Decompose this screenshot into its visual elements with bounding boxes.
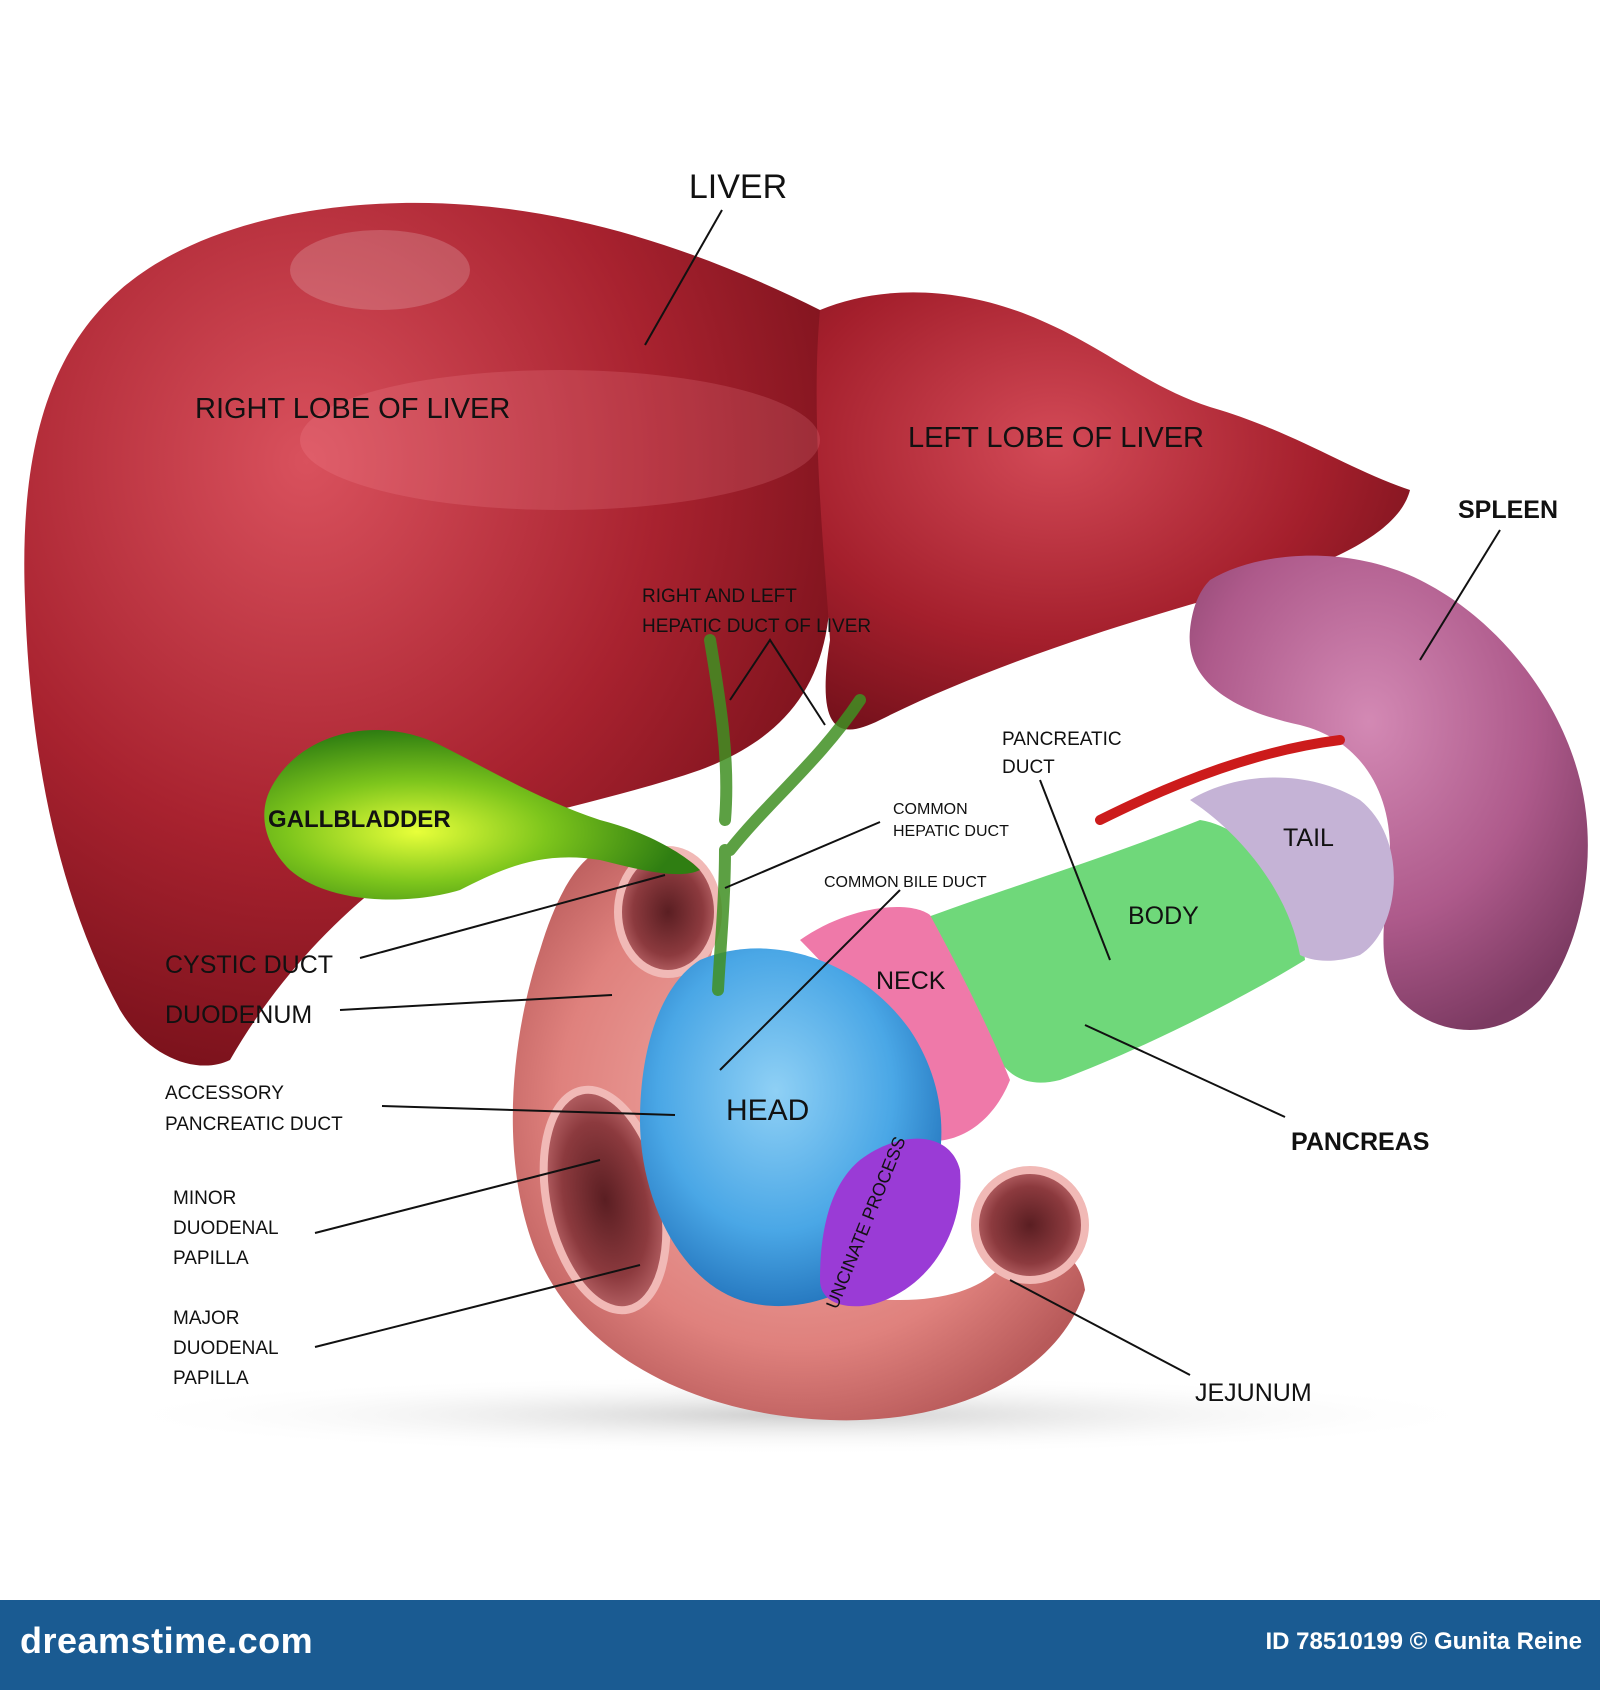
pancreas-body	[920, 820, 1305, 1083]
label-pancreatic-duct-2: DUCT	[1002, 757, 1055, 778]
label-head: HEAD	[726, 1094, 809, 1127]
leader-duodenum	[339, 994, 613, 1011]
jejunum-opening	[971, 1166, 1089, 1284]
label-minor-1: MINOR	[173, 1188, 236, 1209]
leader-spleen	[1419, 529, 1501, 661]
leader-major-papilla	[314, 1264, 641, 1348]
label-pancreatic-duct-1: PANCREATIC	[1002, 729, 1122, 750]
leader-minor-papilla	[314, 1159, 601, 1234]
label-major-2: DUODENAL	[173, 1338, 279, 1359]
label-gallbladder: GALLBLADDER	[268, 806, 451, 833]
uncinate-process	[820, 1138, 961, 1307]
leader-liver	[644, 209, 723, 346]
label-left-lobe: LEFT LOBE OF LIVER	[908, 422, 1204, 454]
label-body: BODY	[1128, 902, 1199, 930]
pancreas-tail	[1190, 777, 1394, 961]
label-hepatic-duct-1: RIGHT AND LEFT	[642, 586, 797, 607]
label-minor-2: DUODENAL	[173, 1218, 279, 1239]
label-neck: NECK	[876, 967, 946, 995]
leader-common-hepatic	[724, 821, 881, 889]
spleen	[1189, 555, 1588, 1030]
liver-highlight-2	[300, 370, 820, 510]
label-major-3: PAPILLA	[173, 1368, 249, 1389]
gallbladder	[264, 730, 700, 900]
leader-common-bile	[719, 889, 901, 1071]
label-right-lobe: RIGHT LOBE OF LIVER	[195, 393, 510, 425]
liver-left-lobe	[816, 292, 1410, 730]
hepatic-ducts	[704, 634, 866, 996]
label-hepatic-duct-2: HEPATIC DUCT OF LIVER	[642, 616, 871, 637]
label-common-hepatic-2: HEPATIC DUCT	[893, 823, 1009, 840]
label-accessory-2: PANCREATIC DUCT	[165, 1114, 343, 1135]
label-pancreas: PANCREAS	[1291, 1128, 1429, 1156]
label-major-1: MAJOR	[173, 1308, 240, 1329]
label-tail: TAIL	[1283, 824, 1334, 852]
leader-jejunum	[1009, 1279, 1191, 1376]
label-common-hepatic-1: COMMON	[893, 801, 968, 818]
leader-hepatic-ducts	[729, 638, 826, 726]
label-common-bile-duct: COMMON BILE DUCT	[824, 874, 987, 891]
leader-cystic-duct	[359, 874, 666, 959]
label-jejunum: JEJUNUM	[1195, 1379, 1312, 1407]
leader-pancreatic-duct	[1039, 779, 1111, 961]
footer-bar: dreamstime.com ID 78510199 © Gunita Rein…	[0, 1600, 1600, 1690]
liver-highlight	[290, 230, 470, 310]
footer-brand[interactable]: dreamstime.com	[20, 1620, 314, 1661]
label-spleen: SPLEEN	[1458, 496, 1558, 524]
splenic-artery	[1095, 735, 1345, 825]
leader-pancreas	[1084, 1024, 1286, 1118]
footer-credit: ID 78510199 © Gunita Reine	[1265, 1628, 1583, 1655]
label-duodenum: DUODENUM	[165, 1001, 312, 1029]
leader-accessory	[381, 1105, 676, 1116]
liver-right-lobe	[24, 202, 831, 1066]
label-accessory-1: ACCESSORY	[165, 1083, 284, 1104]
label-cystic-duct: CYSTIC DUCT	[165, 951, 333, 979]
label-liver: LIVER	[689, 168, 787, 206]
label-minor-3: PAPILLA	[173, 1248, 249, 1269]
